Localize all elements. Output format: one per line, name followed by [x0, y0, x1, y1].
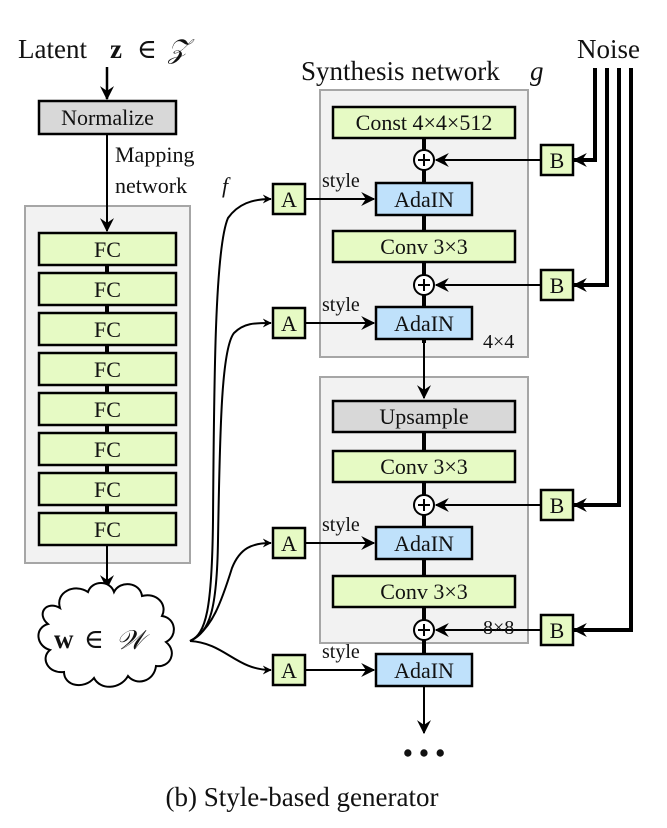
noise-broadcast-block: [539, 268, 575, 302]
fc-label: FC: [94, 277, 121, 302]
fc-block: [37, 231, 178, 267]
w-in-symbol: ∈: [84, 624, 104, 654]
curve-w-to-a4: [189, 640, 272, 675]
fc-label: FC: [94, 357, 121, 382]
fc-label: FC: [94, 477, 121, 502]
curve-w-to-a3: [189, 538, 272, 642]
latent-label: Latent: [18, 34, 87, 64]
conv-block-8x8-2: [331, 574, 517, 609]
style-label: style: [322, 294, 360, 316]
adain-block: [374, 305, 474, 341]
affine-block: [271, 526, 307, 560]
affine-label: A: [281, 658, 297, 683]
noise-broadcast-label: B: [550, 493, 565, 518]
const-label: Const 4×4×512: [356, 110, 493, 135]
latent-variable: z: [110, 34, 122, 64]
w-space-cloud: [37, 582, 175, 688]
noise-line: [572, 68, 633, 637]
fc-stack: FC FC FC FC FC FC FC FC: [37, 231, 178, 547]
adain-label: AdaIN: [394, 311, 454, 336]
noise-broadcast-label: B: [550, 148, 565, 173]
affine-block: [271, 182, 307, 216]
noise-label: Noise: [577, 34, 640, 64]
fc-block: [37, 351, 178, 387]
latent-in-symbol: ∈: [137, 34, 157, 64]
affine-block: [271, 653, 307, 687]
adain-block: [374, 525, 474, 561]
resolution-label-8x8: 8×8: [483, 617, 514, 639]
noise-line: [572, 68, 609, 292]
conv-block-4x4: [331, 229, 517, 264]
fc-label: FC: [94, 317, 121, 342]
synthesis-network-label: Synthesis network: [301, 56, 500, 86]
resolution-label-4x4: 4×4: [483, 331, 514, 353]
affine-label: A: [281, 531, 297, 556]
upsample-block: [331, 399, 517, 434]
fc-block: [37, 311, 178, 347]
adain-block: [374, 181, 474, 217]
adain-label: AdaIN: [394, 531, 454, 556]
mapping-network-label-line1: Mapping: [115, 142, 194, 167]
style-label: style: [322, 514, 360, 536]
fc-block: [37, 431, 178, 467]
fc-block: [37, 391, 178, 427]
noise-broadcast-block: [539, 613, 575, 647]
conv-label-8x8-1: Conv 3×3: [380, 454, 468, 479]
noise-line: [572, 68, 597, 167]
curve-w-to-a1: [189, 194, 272, 642]
fc-label: FC: [94, 237, 121, 262]
fc-block: [37, 271, 178, 307]
noise-line: [572, 68, 621, 512]
fc-label: FC: [94, 437, 121, 462]
conv-label-8x8-2: Conv 3×3: [380, 579, 468, 604]
figure-caption: (b) Style-based generator: [166, 782, 439, 812]
fc-label: FC: [94, 397, 121, 422]
const-block: [331, 105, 517, 140]
affine-block: [271, 306, 307, 340]
mapping-network-label-line2: network: [115, 173, 187, 198]
style-label: style: [322, 641, 360, 663]
noise-broadcast-block: [539, 488, 575, 522]
synthesis-function-symbol: g: [530, 56, 544, 86]
upsample-label: Upsample: [379, 404, 468, 429]
continuation-ellipsis: • • •: [403, 738, 445, 768]
noise-broadcast-label: B: [550, 273, 565, 298]
conv-label-4x4: Conv 3×3: [380, 234, 468, 259]
adain-label: AdaIN: [394, 658, 454, 683]
adain-block: [374, 652, 474, 688]
mapping-function-symbol: f: [222, 173, 231, 198]
style-label: style: [322, 170, 360, 192]
conv-block-8x8-1: [331, 449, 517, 484]
w-variable: w: [54, 624, 74, 654]
noise-broadcast-block: [539, 143, 575, 177]
affine-label: A: [281, 311, 297, 336]
normalize-label: Normalize: [61, 105, 154, 130]
affine-label: A: [281, 187, 297, 212]
noise-broadcast-label: B: [550, 618, 565, 643]
fc-label: FC: [94, 517, 121, 542]
fc-block: [37, 471, 178, 507]
fc-block: [37, 511, 178, 547]
latent-space-symbol: 𝒵: [167, 34, 195, 64]
curve-w-to-a2: [189, 318, 272, 642]
adain-label: AdaIN: [394, 187, 454, 212]
